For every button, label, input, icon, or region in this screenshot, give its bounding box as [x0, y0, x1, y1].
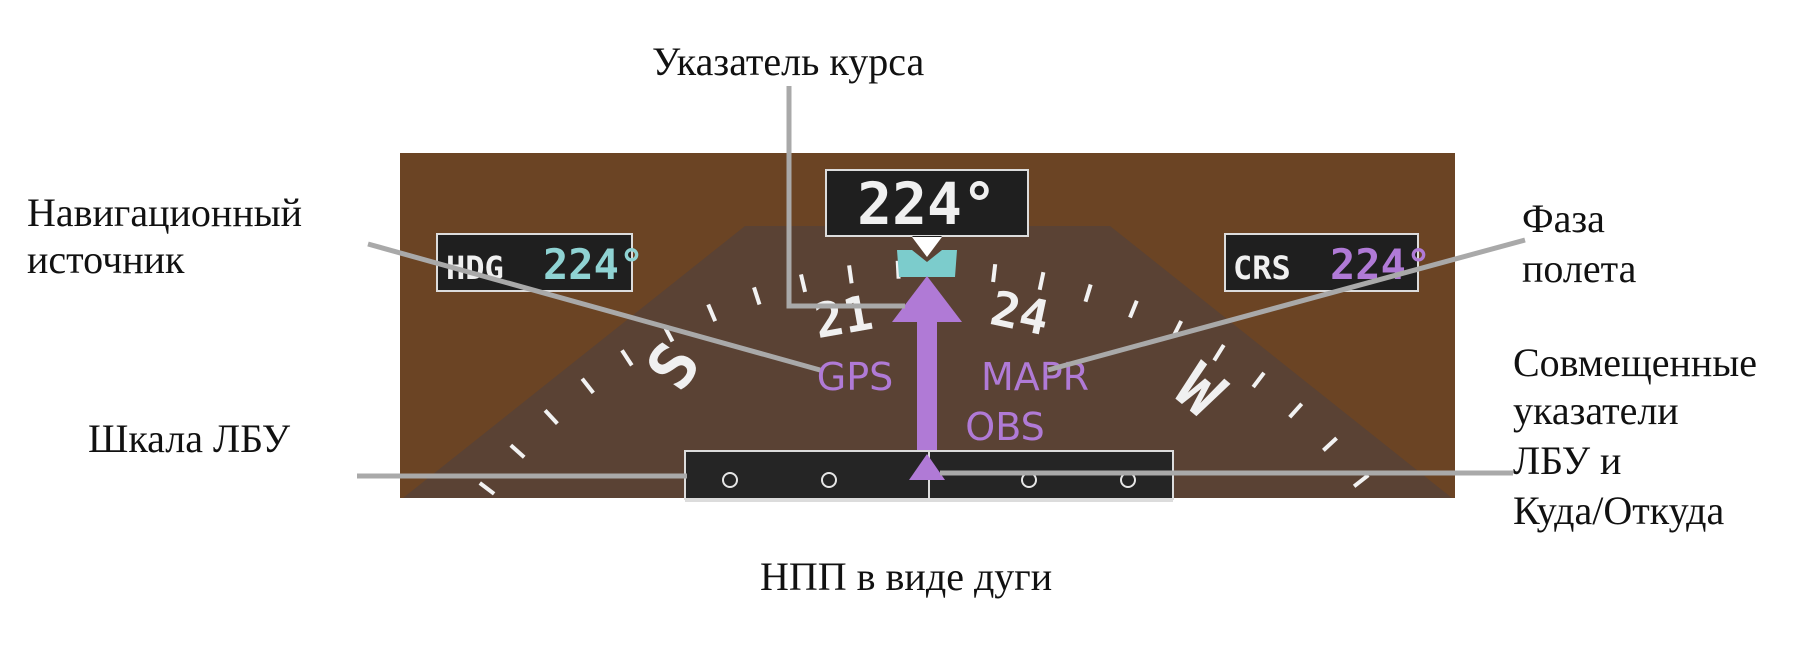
compass-tick — [1083, 283, 1093, 303]
compass-tick — [706, 303, 718, 322]
compass-tick — [1288, 402, 1304, 419]
compass-tick — [1322, 436, 1338, 452]
card-label-21: 21 — [810, 285, 877, 350]
heading-bug-icon — [897, 250, 957, 277]
label-combined-line4: Куда/Откуда — [1513, 488, 1724, 533]
compass-tick — [620, 349, 634, 367]
compass-tick — [1352, 473, 1370, 488]
cdi-box-bottom-edge — [685, 498, 1173, 502]
lubber-line-icon — [912, 237, 942, 257]
compass-tick — [752, 286, 762, 306]
label-combined-line1: Совмещенные — [1513, 340, 1757, 385]
label-flight-phase-line2: полета — [1522, 246, 1637, 291]
compass-tick — [1251, 371, 1266, 389]
cdi-dot — [821, 472, 837, 488]
compass-tick — [847, 265, 854, 284]
compass-tick — [1128, 300, 1139, 319]
compass-tick — [478, 481, 496, 496]
label-combined-line3: ЛБУ и — [1513, 438, 1621, 483]
compass-tick — [991, 263, 998, 283]
mode-indicator: OBS — [965, 405, 1044, 449]
label-flight-phase-line1: Фаза — [1522, 196, 1605, 241]
compass-tick — [1212, 344, 1226, 362]
label-cdi-scale: Шкала ЛБУ — [88, 416, 291, 461]
compass-tick — [509, 443, 526, 459]
leader-nav-source — [367, 241, 821, 373]
leader-flight-phase — [1047, 237, 1526, 373]
caption: НПП в виде дуги — [760, 554, 1052, 599]
heading-readout-box — [825, 169, 1029, 237]
cdi-dot — [722, 472, 738, 488]
course-pointer-arrowhead — [892, 276, 962, 322]
compass-tick — [543, 409, 559, 425]
label-course-pointer: Указатель курса — [652, 39, 924, 84]
card-label-24: 24 — [986, 280, 1054, 347]
compass-tick-marks — [478, 260, 1370, 496]
compass-tick — [1037, 271, 1046, 291]
label-nav-source-line2: источник — [27, 237, 185, 282]
course-pointer-shaft — [917, 320, 937, 452]
heading-readout-value: 224° — [857, 170, 997, 238]
crs-label: CRS — [1233, 249, 1291, 287]
compass-tick — [580, 377, 595, 395]
nav-source-indicator: GPS — [817, 355, 893, 399]
crs-box — [1224, 233, 1419, 292]
label-nav-source-line1: Навигационный — [27, 190, 302, 235]
to-from-indicator-icon — [909, 454, 945, 480]
hdg-box — [436, 233, 633, 292]
lower-margin — [0, 500, 1809, 663]
label-combined-line2: указатели — [1513, 388, 1679, 433]
compass-tick — [895, 260, 901, 279]
compass-tick — [799, 273, 808, 293]
leader-course-pointer — [786, 86, 905, 309]
hdg-value: 224° — [543, 240, 644, 289]
